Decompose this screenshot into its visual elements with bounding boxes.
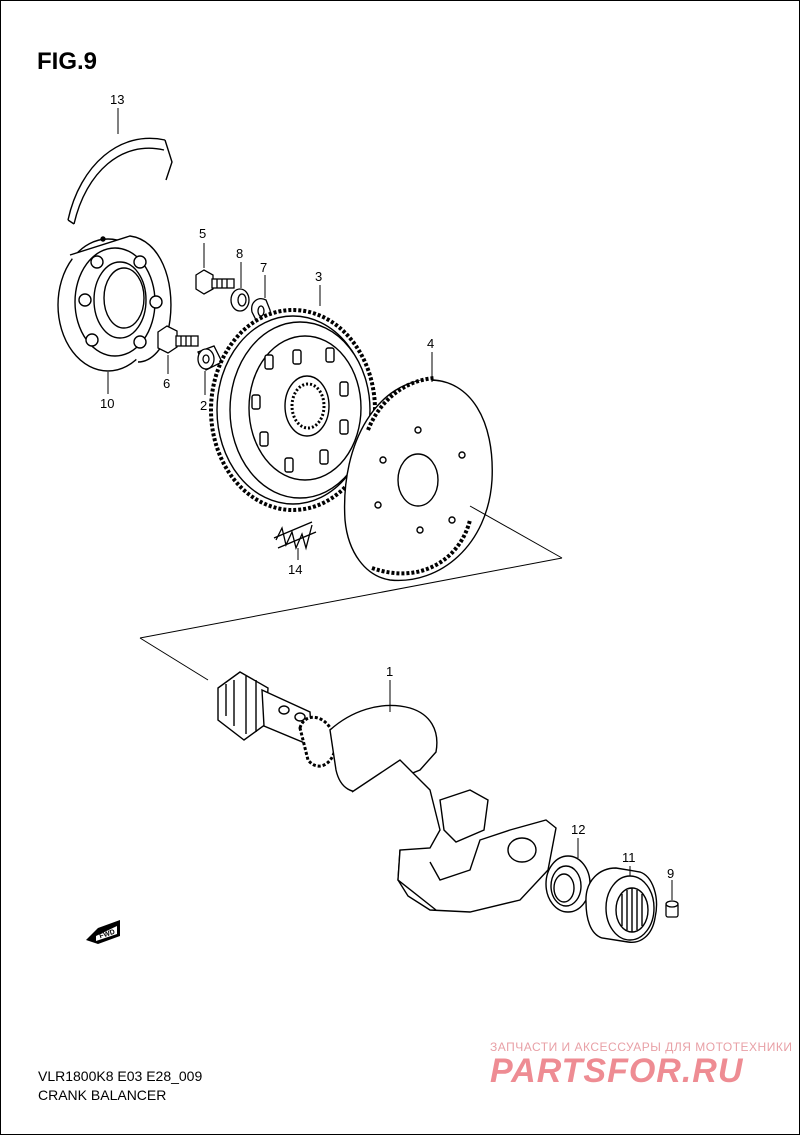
callout-4: 4 — [427, 336, 434, 351]
part-5-bolt — [195, 269, 235, 295]
part-4-scissor-gear — [343, 376, 493, 582]
fwd-label: FWD — [99, 929, 116, 941]
diagram-caption: CRANK BALANCER — [38, 1087, 167, 1103]
callout-3: 3 — [315, 269, 322, 284]
watermark-tagline: ЗАПЧАСТИ И АКСЕССУАРЫ ДЛЯ МОТОТЕХНИКИ — [490, 1040, 793, 1054]
part-12-oil-seal — [545, 855, 591, 913]
part-3-gear — [209, 308, 377, 512]
part-10-bearing — [57, 235, 172, 372]
part-2-collar — [197, 345, 223, 371]
callout-14: 14 — [288, 562, 302, 577]
callout-5: 5 — [199, 226, 206, 241]
callout-6: 6 — [163, 376, 170, 391]
callout-2: 2 — [200, 398, 207, 413]
part-1-balancer-shaft — [217, 671, 557, 913]
callout-13: 13 — [110, 92, 124, 107]
callout-8: 8 — [236, 246, 243, 261]
figure-title: FIG.9 — [37, 48, 98, 75]
part-11-needle-bearing — [585, 867, 658, 943]
callout-7: 7 — [260, 260, 267, 275]
part-14-spring — [273, 521, 317, 551]
part-8-washer — [230, 288, 250, 312]
callout-10: 10 — [100, 396, 114, 411]
callout-9: 9 — [667, 866, 674, 881]
assembly-guide-lines — [139, 505, 563, 681]
callout-12: 12 — [571, 822, 585, 837]
part-9-pin — [665, 900, 679, 918]
fwd-arrow-icon: FWD — [86, 920, 120, 944]
model-code: VLR1800K8 E03 E28_009 — [38, 1068, 203, 1084]
part-6-bolt — [157, 325, 199, 354]
watermark-brand: PARTSFOR.RU — [490, 1052, 744, 1090]
part-13-circlip — [67, 137, 173, 225]
callout-11: 11 — [622, 850, 636, 865]
callout-1: 1 — [386, 664, 393, 679]
